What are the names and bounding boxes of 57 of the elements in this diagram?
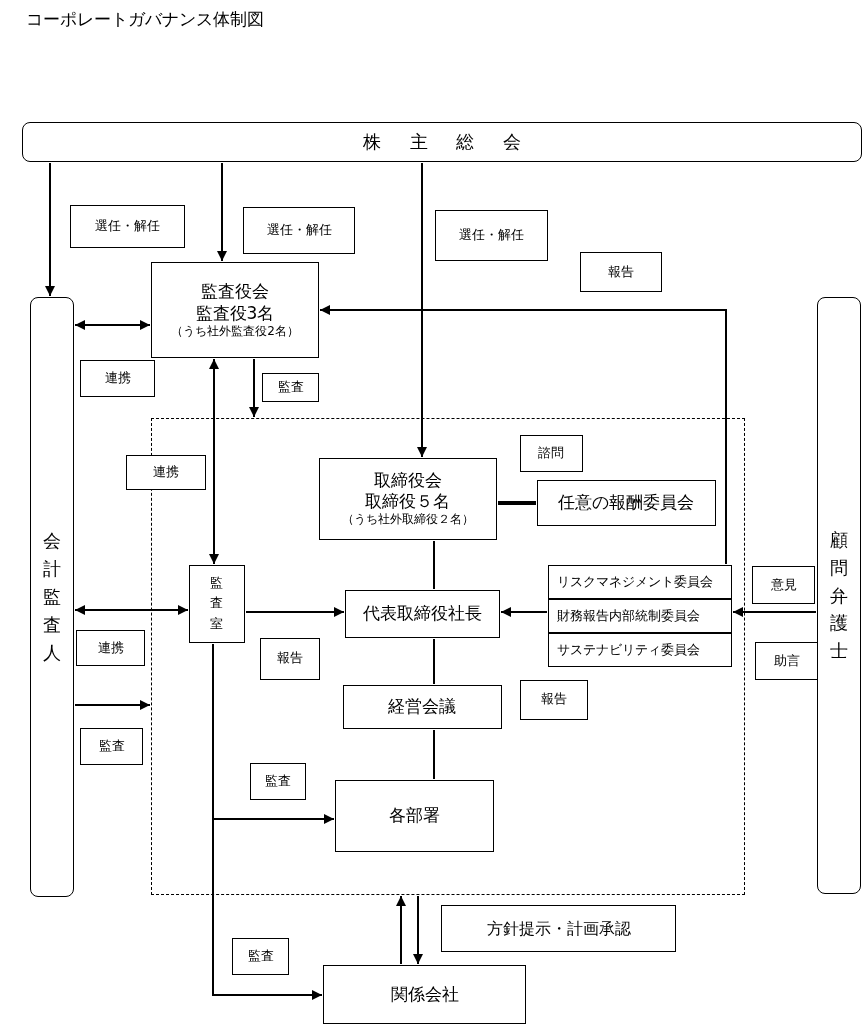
connector-line	[433, 638, 435, 685]
org-box	[151, 262, 319, 358]
committee-box: 財務報告内部統制委員会	[547, 598, 732, 633]
arrow	[417, 162, 427, 458]
arrow	[74, 320, 151, 330]
org-box: 監査室	[188, 564, 245, 643]
arrow	[413, 895, 423, 965]
arrow	[319, 305, 727, 565]
org-box: 代表取締役社長	[344, 589, 500, 638]
note-box: 連携	[80, 360, 155, 397]
title: コーポレートガバナンス体制図	[26, 8, 264, 31]
note-box: 監査	[80, 728, 143, 765]
box-heading: 監査役会	[201, 281, 269, 303]
note-box: 監査	[262, 373, 319, 402]
arrow	[74, 605, 189, 615]
box-heading: 監査役3名	[195, 302, 275, 324]
dashed-boundary	[151, 418, 745, 895]
arrow	[500, 607, 548, 617]
note-box: 諮問	[519, 434, 583, 472]
note-box: 助言	[755, 642, 818, 680]
org-box: 経営会議	[342, 684, 502, 729]
connector-line	[433, 540, 435, 590]
note-box: 報告	[580, 252, 662, 292]
org-box: 任意の報酬委員会	[536, 479, 716, 526]
note-box: 選任・解任	[70, 205, 185, 248]
note-box: 報告	[259, 637, 320, 680]
side-box: 会計監査人	[30, 297, 74, 897]
arrow	[217, 162, 227, 262]
committee-box: サステナビリティ委員会	[547, 632, 732, 667]
org-box	[318, 457, 497, 540]
box-heading: 取締役５名	[365, 491, 450, 513]
note-box: 意見	[752, 566, 815, 604]
connector-line	[498, 501, 536, 505]
arrow	[74, 700, 151, 710]
arrow	[396, 895, 406, 965]
note-box: 監査	[249, 762, 306, 800]
arrow	[209, 358, 219, 565]
note-box: 連携	[126, 455, 206, 490]
arrow	[245, 607, 345, 617]
note-box: 方針提示・計画承認	[441, 905, 676, 952]
note-box: 連携	[76, 630, 145, 666]
box-heading: 取締役会	[373, 469, 442, 491]
connector-line	[433, 729, 435, 780]
org-box: 各部署	[334, 779, 494, 852]
note-box: 監査	[232, 938, 289, 975]
arrow	[732, 607, 817, 617]
arrow	[249, 358, 259, 418]
side-box: 顧問弁護士	[817, 297, 861, 894]
org-box: 関係会社	[323, 965, 526, 1024]
box-note: （うち社外取締役２名）	[341, 512, 474, 528]
arrow	[45, 162, 55, 297]
note-box: 選任・解任	[435, 210, 548, 261]
banner-box: 株主総会	[22, 122, 862, 162]
note-box: 報告	[519, 679, 588, 720]
committee-box: リスクマネジメント委員会	[547, 564, 732, 599]
box-note: （うち社外監査役2名）	[171, 323, 299, 339]
note-box: 選任・解任	[243, 207, 355, 254]
